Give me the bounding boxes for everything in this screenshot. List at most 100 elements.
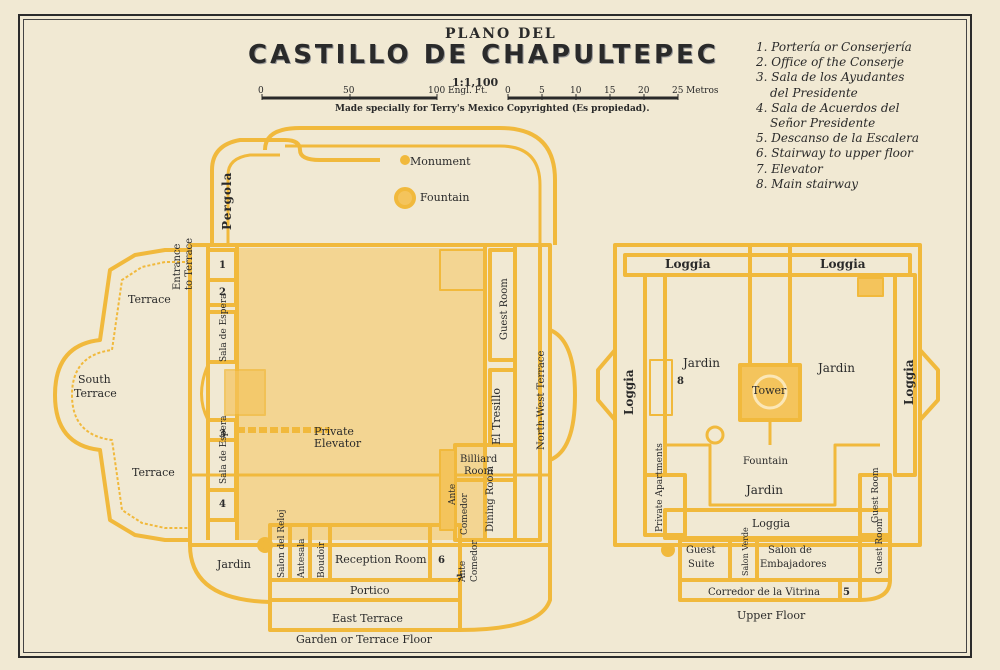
legend-item: 1. Portería or Conserjería	[756, 40, 912, 54]
scale-tick: 20	[638, 86, 650, 96]
label-guest-room: Guest Room	[875, 518, 885, 574]
pergola-wall	[210, 138, 380, 245]
scale-tick: 10	[570, 86, 582, 96]
label-entrance: Entrance	[172, 243, 183, 290]
room-number: 8	[677, 376, 684, 387]
scale-tick: 100	[428, 86, 445, 96]
ground-floor-caption: Garden or Terrace Floor	[296, 633, 433, 646]
scale-tick: 5	[539, 86, 545, 96]
label-ante-comedor-2: Comedor	[460, 493, 470, 535]
label-billiard-2: Room	[464, 466, 494, 477]
room-number: 2	[219, 287, 226, 298]
label-south-terrace-2: Terrace	[74, 387, 117, 400]
label-tower: Tower	[752, 384, 787, 397]
map-pretitle: PLANO DEL	[445, 26, 557, 42]
label-guest-suite-1: Guest	[686, 545, 716, 556]
label-jardin: Jardin	[216, 558, 251, 571]
label-guest-suite-2: Suite	[688, 559, 715, 570]
scale-unit: Engl. Ft.	[448, 86, 488, 96]
upper-floor-plan	[596, 243, 940, 602]
main-building-outline	[188, 243, 552, 547]
map-credit: Made specially for Terry's Mexico Copyri…	[335, 104, 650, 114]
upper-floor-caption: Upper Floor	[737, 609, 806, 622]
label-loggia: Loggia	[665, 257, 711, 271]
label-salon-verde: Salon Verde	[741, 527, 750, 576]
legend-item: del Presidente	[770, 85, 858, 100]
scale-ratio: 1:1,100	[452, 76, 499, 89]
label-antesala: Antesala	[297, 538, 307, 579]
label-guest-room: Guest Room	[871, 467, 881, 523]
label-south-terrace-1: South	[78, 373, 111, 386]
label-loggia: Loggia	[902, 359, 916, 405]
label-private-apartments: Private Apartments	[655, 443, 665, 532]
label-loggia: Loggia	[752, 517, 791, 530]
label-sala-espera-bottom: Sala de Espera	[219, 415, 229, 484]
label-ante-comedor-3: Ante	[458, 561, 468, 583]
label-terrace-top: Terrace	[128, 293, 171, 306]
scale-tick: 50	[343, 86, 355, 96]
label-boudoir: Boudoir	[317, 541, 327, 578]
label-private-elevator-2: Elevator	[314, 437, 362, 450]
label-dining-room: Dining Room	[485, 466, 496, 532]
label-corredor: Corredor de la Vitrina	[708, 587, 820, 598]
room-number: 7	[456, 574, 463, 585]
label-reception-room: Reception Room	[335, 553, 427, 566]
north-west-terrace-bay	[549, 328, 577, 462]
scale-bar-feet	[261, 94, 438, 100]
legend-item: Señor Presidente	[770, 116, 876, 131]
fountain-upper	[705, 425, 725, 445]
label-loggia: Loggia	[622, 369, 636, 415]
scale-tick: 0	[505, 86, 511, 96]
room-number: 6	[438, 555, 445, 566]
legend-item: 2. Office of the Conserje	[756, 55, 904, 70]
legend-item: 7. Elevator	[756, 161, 823, 176]
label-salon-embajadores-1: Salon de	[768, 545, 812, 556]
label-ante-comedor-1: Ante	[448, 484, 458, 506]
label-fountain: Fountain	[420, 191, 469, 204]
room-number: 3	[219, 429, 226, 440]
scale-tick: 0	[258, 86, 264, 96]
label-jardin: Jardin	[816, 361, 855, 375]
ground-floor-labels: Pergola Monument Fountain Entrance to Te…	[74, 155, 547, 646]
label-fountain: Fountain	[743, 456, 788, 467]
label-east-terrace: East Terrace	[332, 612, 403, 625]
map-title: CASTILLO DE CHAPULTEPEC	[248, 40, 719, 70]
label-ante-comedor-4: Comedor	[470, 540, 480, 582]
scale-bar-meters	[507, 94, 679, 100]
label-terrace-bottom: Terrace	[132, 466, 175, 479]
map-border	[18, 14, 972, 658]
label-sala-espera-top: Sala de Espera	[219, 293, 229, 362]
scale-tick: 15	[604, 86, 616, 96]
room-number: 4	[219, 499, 226, 510]
label-pergola: Pergola	[220, 172, 234, 230]
legend-item: 4. Sala de Acuerdos del	[756, 100, 900, 115]
room-number: 5	[843, 587, 850, 598]
scale-unit: Metros	[686, 86, 719, 96]
label-private-elevator-1: Private	[314, 425, 354, 438]
room-number: 1	[219, 260, 226, 271]
label-to-terrace: to Terrace	[184, 238, 195, 290]
label-jardin: Jardin	[744, 483, 783, 497]
legend-item: 6. Stairway to upper floor	[756, 146, 913, 161]
label-monument: Monument	[410, 155, 471, 168]
map-legend: 1. Portería or Conserjería 2. Office of …	[756, 40, 919, 192]
ground-floor-plan	[53, 126, 577, 632]
label-salon-reloj: Salon del Reloj	[277, 509, 287, 578]
label-north-west-terrace: North-West Terrace	[536, 351, 547, 450]
south-terrace-wall	[53, 248, 190, 542]
label-portico: Portico	[350, 584, 390, 597]
upper-floor-labels: Loggia Loggia Loggia Loggia Loggia Jardi…	[622, 257, 916, 622]
label-billiard-1: Billiard	[460, 454, 498, 465]
upper-floor-outline	[613, 243, 922, 547]
label-el-tresillo: El Tresillo	[490, 388, 503, 445]
label-jardin: Jardin	[681, 356, 720, 370]
label-loggia: Loggia	[820, 257, 866, 271]
legend-item: 8. Main stairway	[756, 176, 858, 191]
label-salon-embajadores-2: Embajadores	[760, 559, 826, 570]
monument-marker	[400, 155, 410, 165]
legend-item: 5. Descanso de la Escalera	[756, 131, 919, 146]
legend-item: 3. Sala de los Ayudantes	[756, 70, 905, 85]
monument-path	[263, 126, 557, 245]
